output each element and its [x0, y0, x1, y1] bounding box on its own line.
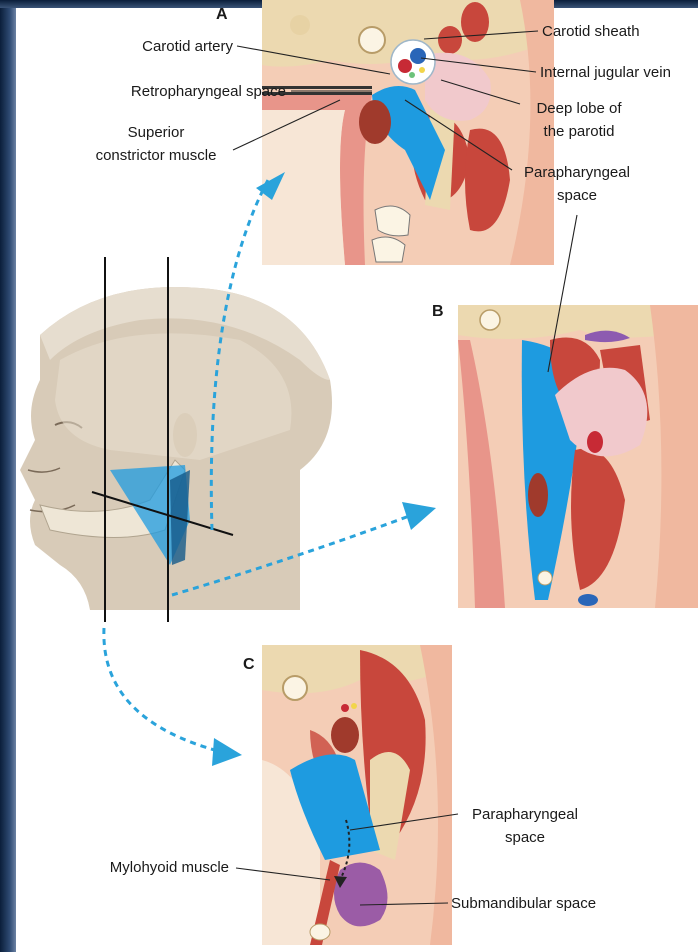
label-superior-constrictor-line1: Superior — [128, 124, 185, 141]
label-carotid-artery: Carotid artery — [142, 38, 233, 55]
label-deep-lobe-line1: Deep lobe of — [536, 100, 622, 117]
panel-a-illustration — [262, 0, 554, 265]
label-parapharyngeal-a-line1: Parapharyngeal — [524, 164, 630, 181]
label-superior-constrictor-line2: constrictor muscle — [96, 147, 217, 164]
label-parapharyngeal-a-line2: space — [557, 187, 597, 204]
panel-b-illustration — [458, 305, 698, 608]
label-parapharyngeal-c-line1: Parapharyngeal — [472, 806, 578, 823]
label-submandibular-space: Submandibular space — [451, 895, 596, 912]
arrow-to-panel-c — [104, 628, 242, 766]
panel-letter-c: C — [243, 656, 255, 673]
label-carotid-sheath: Carotid sheath — [542, 23, 640, 40]
head-illustration — [20, 257, 332, 622]
panel-letter-a: A — [216, 6, 228, 23]
label-retropharyngeal-space: Retropharyngeal space — [131, 83, 286, 100]
label-mylohyoid-muscle: Mylohyoid muscle — [110, 859, 229, 876]
panel-letter-b: B — [432, 303, 444, 320]
label-parapharyngeal-c-line2: space — [505, 829, 545, 846]
label-deep-lobe-line2: the parotid — [544, 123, 615, 140]
label-internal-jugular-vein: Internal jugular vein — [540, 64, 671, 81]
panel-c-illustration — [262, 645, 452, 945]
